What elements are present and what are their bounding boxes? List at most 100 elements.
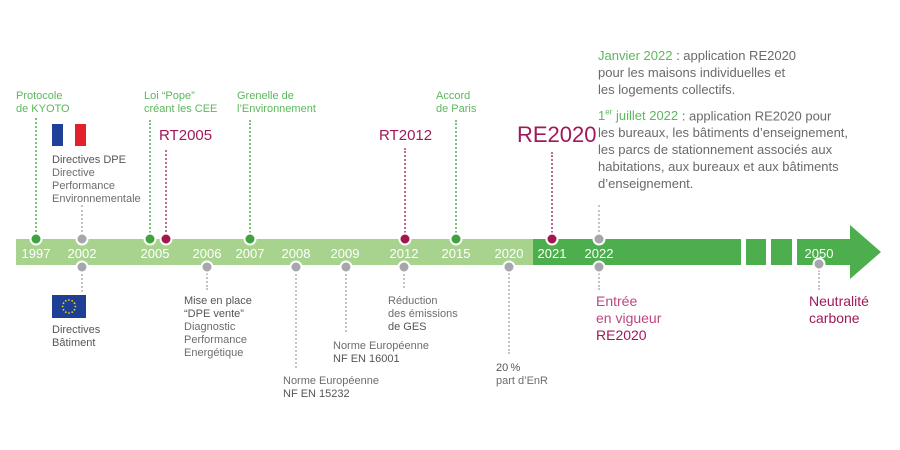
label-line: de KYOTO [16,103,70,115]
label-line: Norme Européenne [283,375,380,387]
milestone-dot [592,260,606,274]
milestone-dot [545,232,559,246]
text-line: : application RE2020 [672,48,797,63]
connector-line [818,270,820,290]
label-dpe-vente: Mise en place “DPE vente” Diagnostic Per… [184,295,252,360]
eu-flag-icon [52,295,86,318]
label-rt2012: RT2012 [379,127,433,144]
label-line: Réduction [388,295,438,307]
connector-line [81,205,83,236]
connector-line [206,270,208,290]
paragraph-january: Janvier 2022 : application RE2020 pour l… [598,47,848,98]
label-directives-batiment: Directives Bâtiment [52,324,100,350]
label-line: carbone [809,310,860,326]
label-line: Protocole [16,90,63,102]
year-label: 2007 [235,246,265,261]
year-label: 2008 [281,246,311,261]
text-line: les logements collectifs. [598,82,736,97]
milestone-dot [812,257,826,271]
milestone-dot [449,232,463,246]
france-flag-icon [52,124,86,146]
label-line: créant les CEE [144,103,218,115]
highlight-date: Janvier 2022 [598,48,673,63]
milestone-dot [592,232,606,246]
milestone-dot [29,232,43,246]
label-line: Energétique [184,347,244,359]
year-label: 2015 [441,246,471,261]
label-line: Diagnostic [184,321,236,333]
connector-line [149,120,151,236]
connector-line [551,152,553,236]
timeline-bar-present [533,239,741,265]
year-label: 2002 [67,246,97,261]
milestone-dot [289,260,303,274]
connector-line [508,270,510,354]
text-line: habitations, aux bureaux et aux bâtiment… [598,159,839,175]
milestone-dot [75,232,89,246]
milestone-dot [159,232,173,246]
connector-line [295,270,297,368]
label-rt2005: RT2005 [159,127,213,144]
label-line: NF EN 16001 [333,353,400,365]
year-label: 2021 [537,246,567,261]
label-enr: 20 % part d’EnR [496,362,548,388]
connector-line [404,148,406,236]
label-line: Directive [52,167,95,179]
label-grenelle: Grenelle de l’Environnement [237,90,316,116]
milestone-dot [243,232,257,246]
label-line: NF EN 15232 [283,388,350,400]
year-label: 2006 [192,246,222,261]
label-line: 20 % [496,362,521,374]
ordinal-suffix: er [605,108,613,117]
label-line: “DPE vente” [184,308,244,320]
year-label: 2009 [330,246,360,261]
milestone-dot [200,260,214,274]
connector-line [403,270,405,288]
connector-line [35,118,37,236]
connector-line [345,270,347,332]
text-line: : application RE2020 pour [678,108,832,124]
label-line: en vigueur [596,310,662,326]
milestone-dot [143,232,157,246]
milestone-dot [502,260,516,274]
label-line: Neutralité [809,293,869,309]
timeline-bar-past [16,239,533,265]
label-line: Bâtiment [52,337,96,349]
label-neutralite-carbone: Neutralité carbone [809,293,869,327]
text-line: les bureaux, les bâtiments d’enseignemen… [598,125,849,141]
milestone-dot [75,260,89,274]
label-line: Directives [52,324,101,336]
label-line: Performance [184,334,247,346]
label-ges: Réduction des émissions de GES [388,295,458,334]
label-line: Grenelle de [237,90,294,102]
label-line: Performance [52,180,115,192]
year-label: 2005 [140,246,170,261]
label-line: Norme Européenne [333,340,430,352]
year-label: 2012 [389,246,419,261]
text-line: les parcs de stationnement associés aux [598,142,833,158]
milestone-dot [397,260,411,274]
label-line: Directives DPE [52,154,126,166]
label-kyoto: Protocole de KYOTO [16,90,70,116]
paragraph-july: 1er juillet 2022 : application RE2020 po… [598,104,848,192]
label-nf-en-15232: Norme Européenne NF EN 15232 [283,375,379,401]
connector-line [598,205,600,236]
label-re2020: RE2020 [517,122,597,147]
connector-line [455,120,457,236]
label-line: l’Environnement [237,103,316,115]
connector-line [81,270,83,292]
label-line: RE2020 [596,327,647,343]
label-pope: Loi “Pope” créant les CEE [144,90,217,116]
label-line: de GES [388,321,427,333]
milestone-dot [339,260,353,274]
re2020-info-panel: Janvier 2022 : application RE2020 pour l… [598,47,848,192]
connector-line [598,270,600,290]
label-entree-vigueur: Entrée en vigueur RE2020 [596,293,661,344]
date-text: juillet 2022 [612,108,679,124]
text-line: pour les maisons individuelles et [598,65,786,80]
label-line: des émissions [388,308,458,320]
year-label: 2020 [494,246,524,261]
label-line: de Paris [436,103,477,115]
label-line: Loi “Pope” [144,90,195,102]
label-line: Environnementale [52,193,141,205]
